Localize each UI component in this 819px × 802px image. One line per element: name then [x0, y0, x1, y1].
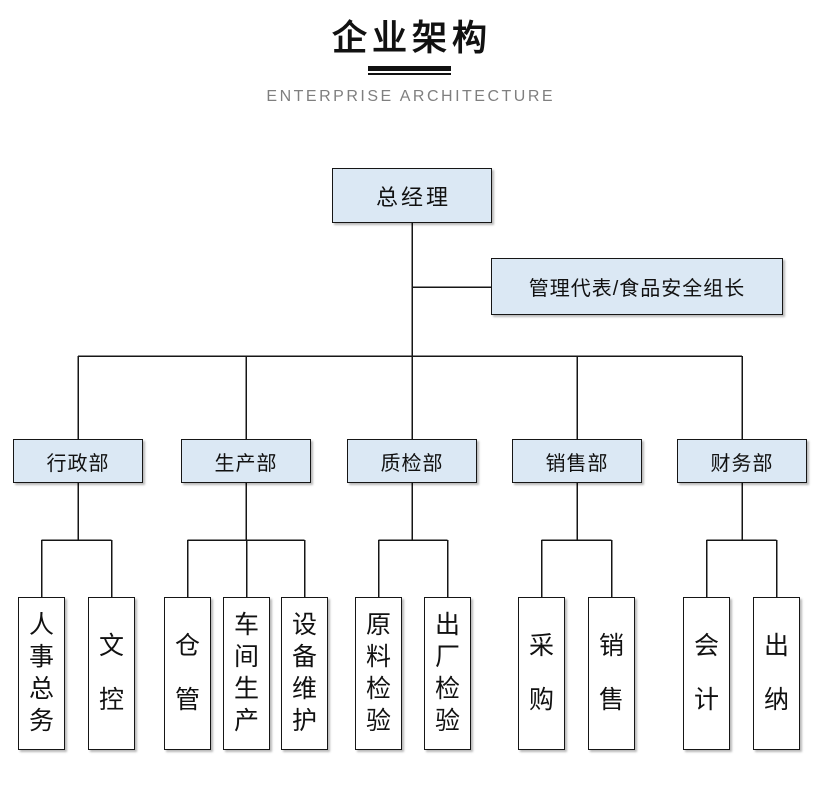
leaf-node-procurement: 采购 [518, 597, 565, 750]
page-subtitle: ENTERPRISE ARCHITECTURE [266, 87, 556, 105]
dept-node-production: 生产部 [181, 439, 311, 483]
dept-node-admin: 行政部 [13, 439, 143, 483]
dept-node-quality: 质检部 [347, 439, 477, 483]
title-underline-thin [368, 72, 451, 75]
root-node-general-manager: 总经理 [332, 168, 492, 223]
leaf-node-cashier: 出纳 [753, 597, 800, 750]
leaf-node-warehouse: 仓管 [164, 597, 211, 750]
chart-header: 企业架构 ENTERPRISE ARCHITECTURE [0, 19, 819, 106]
leaf-node-raw-material-inspection: 原料检验 [355, 597, 402, 750]
title-underline-thick [368, 65, 451, 71]
leaf-node-document-control: 文控 [88, 597, 135, 750]
staff-node-management-rep: 管理代表/食品安全组长 [491, 258, 783, 315]
page-title: 企业架构 [331, 19, 492, 58]
leaf-node-outgoing-inspection: 出厂检验 [424, 597, 471, 750]
leaf-node-hr-general-affairs: 人事总务 [18, 597, 65, 750]
leaf-node-equipment-maintenance: 设备维护 [281, 597, 328, 750]
leaf-node-accounting: 会计 [683, 597, 730, 750]
dept-node-sales: 销售部 [512, 439, 642, 483]
leaf-node-sales: 销售 [588, 597, 635, 750]
dept-node-finance: 财务部 [677, 439, 807, 483]
leaf-node-workshop-production: 车间生产 [223, 597, 270, 750]
title-underline [368, 65, 451, 75]
